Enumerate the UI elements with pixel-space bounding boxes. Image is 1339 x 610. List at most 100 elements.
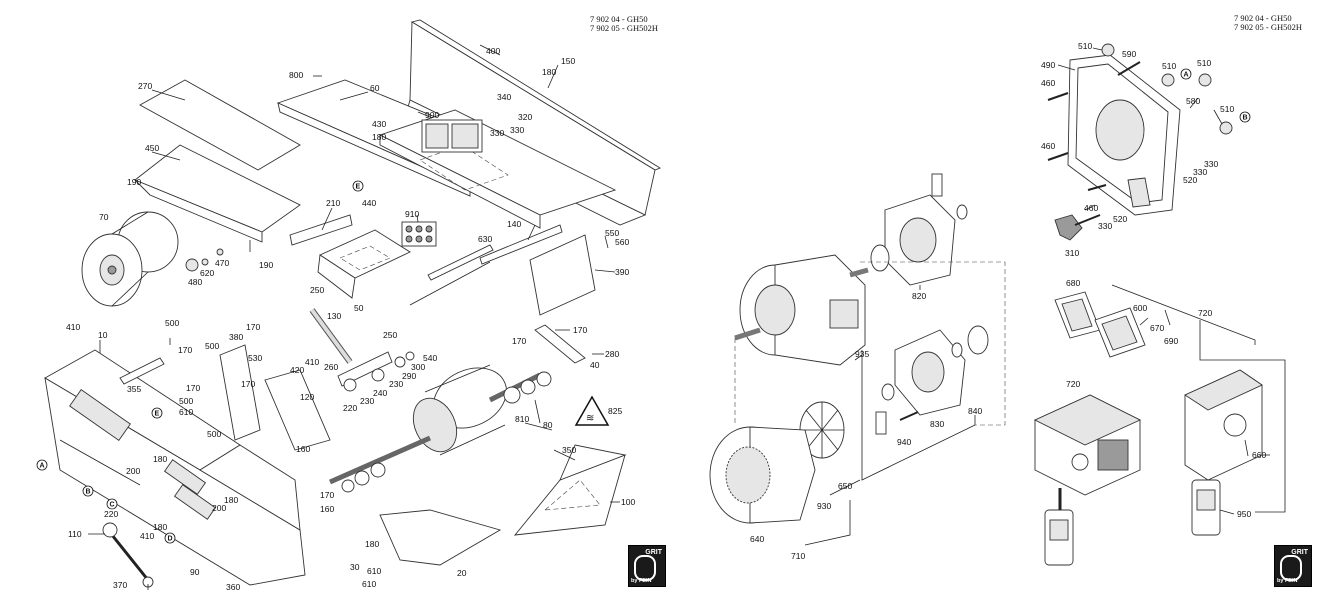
label-30: 30 xyxy=(350,562,360,572)
ring-820b xyxy=(956,204,968,220)
label-190: 190 xyxy=(259,260,273,270)
label-380: 380 xyxy=(229,332,243,342)
label-60: 60 xyxy=(370,83,380,93)
label-250: 250 xyxy=(383,330,397,340)
logo-sub: by FEIN xyxy=(631,578,652,584)
label-720: 720 xyxy=(1198,308,1212,318)
callout-E-mid: E xyxy=(151,407,163,419)
label-630: 630 xyxy=(478,234,492,244)
label-690: 690 xyxy=(1164,336,1178,346)
bearing-840a xyxy=(967,325,989,355)
callout-E-top: E xyxy=(352,180,364,192)
svg-text:A: A xyxy=(40,463,45,470)
bearing-810d xyxy=(370,462,386,478)
label-180: 180 xyxy=(153,522,167,532)
assembly-outline xyxy=(860,261,1006,426)
label-160: 160 xyxy=(320,504,334,514)
part-plug-950-right xyxy=(1191,479,1221,536)
label-580: 580 xyxy=(1186,96,1200,106)
logo-sub: by FEIN xyxy=(1277,578,1298,584)
model-number-line-2: 7 902 05 - GH502H xyxy=(590,23,658,33)
label-sticker-910 xyxy=(401,221,437,247)
screw-470 xyxy=(216,248,224,256)
label-670: 670 xyxy=(1150,323,1164,333)
part-plate-450 xyxy=(134,144,301,252)
part-numbers-right: 510 590 490 510 510 460 580 510 460 330 … xyxy=(750,41,1266,561)
label-280: 280 xyxy=(605,349,619,359)
svg-text:E: E xyxy=(155,411,160,418)
part-bracket-20 xyxy=(379,509,502,566)
label-330: 330 xyxy=(1193,167,1207,177)
bearing-810f xyxy=(341,479,355,493)
key-840d xyxy=(875,411,887,435)
part-plate-120 xyxy=(264,369,331,451)
callout-B-right: B xyxy=(1239,111,1251,123)
callout-A-right: A xyxy=(1180,68,1192,80)
label-550: 550 xyxy=(605,228,619,238)
part-plate-390 xyxy=(529,234,596,316)
label-710: 710 xyxy=(791,551,805,561)
label-460: 460 xyxy=(1041,78,1055,88)
svg-text:A: A xyxy=(1184,72,1189,79)
label-950: 950 xyxy=(1237,509,1251,519)
label-320: 320 xyxy=(518,112,532,122)
label-330: 330 xyxy=(510,125,524,135)
label-560: 560 xyxy=(615,237,629,247)
label-180: 180 xyxy=(372,132,386,142)
label-220: 220 xyxy=(343,403,357,413)
label-520: 520 xyxy=(1183,175,1197,185)
bearing-810b xyxy=(520,379,536,395)
label-180: 180 xyxy=(153,454,167,464)
label-460: 460 xyxy=(1084,203,1098,213)
label-10: 10 xyxy=(98,330,108,340)
label-180: 180 xyxy=(365,539,379,549)
label-360: 360 xyxy=(226,582,240,592)
label-250: 250 xyxy=(310,285,324,295)
washer-230 xyxy=(371,368,385,382)
label-820: 820 xyxy=(912,291,926,301)
label-sticker-900 xyxy=(421,119,483,153)
label-170: 170 xyxy=(241,379,255,389)
label-480: 480 xyxy=(188,277,202,287)
label-520: 520 xyxy=(1113,214,1127,224)
part-rail-140 xyxy=(409,224,563,306)
svg-text:E: E xyxy=(356,184,361,191)
ring-840c xyxy=(881,383,895,401)
label-620: 620 xyxy=(200,268,214,278)
grit-logo-left: GRIT by FEIN xyxy=(628,545,666,587)
label-290: 290 xyxy=(402,371,416,381)
label-530: 530 xyxy=(248,353,262,363)
label-310: 310 xyxy=(1065,248,1079,258)
label-400: 400 xyxy=(486,46,500,56)
bearing-810a xyxy=(503,386,521,404)
label-140: 140 xyxy=(507,219,521,229)
label-270: 270 xyxy=(138,81,152,91)
screw-620 xyxy=(201,258,209,266)
bolt-460c xyxy=(1087,184,1107,191)
part-plate-530 xyxy=(219,344,261,441)
label-910: 910 xyxy=(405,209,419,219)
label-340: 340 xyxy=(497,92,511,102)
label-840: 840 xyxy=(968,406,982,416)
label-100: 100 xyxy=(621,497,635,507)
model-number-line-1: 7 902 04 - GH50 xyxy=(590,14,648,24)
label-940: 940 xyxy=(897,437,911,447)
callout-A-left: A xyxy=(36,459,48,471)
label-450: 450 xyxy=(145,143,159,153)
label-825: 825 xyxy=(608,406,622,416)
label-70: 70 xyxy=(99,212,109,222)
label-180: 180 xyxy=(542,67,556,77)
belt-icon xyxy=(634,555,656,581)
part-gas-spring-130 xyxy=(309,308,353,364)
part-bar-355 xyxy=(119,357,165,385)
label-680: 680 xyxy=(1066,278,1080,288)
leader-lines-right xyxy=(804,47,1249,546)
label-660: 660 xyxy=(1252,450,1266,460)
label-180: 180 xyxy=(224,495,238,505)
belt-icon xyxy=(1280,555,1302,581)
label-170: 170 xyxy=(320,490,334,500)
label-200: 200 xyxy=(212,503,226,513)
model-number-line-2-right: 7 902 05 - GH502H xyxy=(1234,22,1302,32)
label-220: 220 xyxy=(104,509,118,519)
